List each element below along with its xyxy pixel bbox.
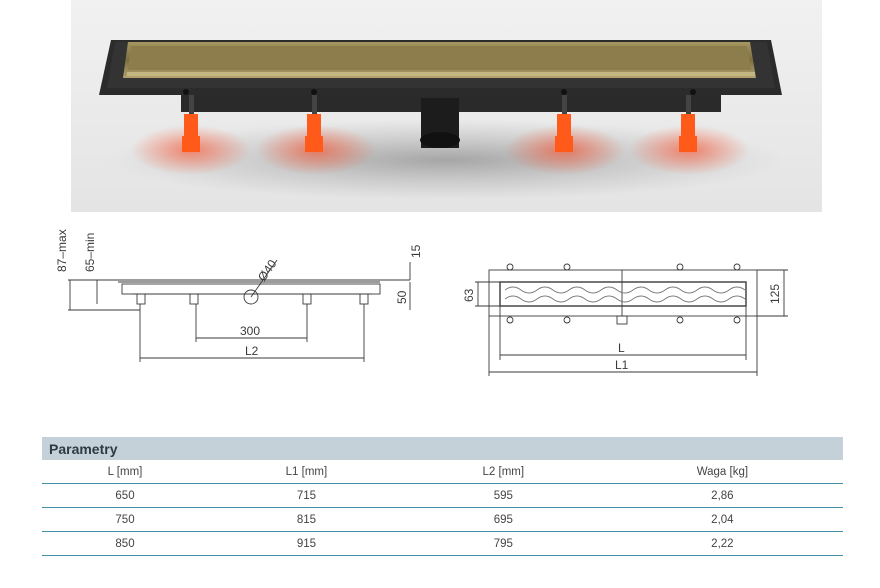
parameters-section: Parametry L [mm] L1 [mm] L2 [mm] Waga [k…	[42, 437, 843, 556]
column-header-l2: L2 [mm]	[404, 460, 602, 484]
side-height-min: 65–min	[83, 233, 97, 272]
table-row: 650 715 595 2,86	[42, 483, 843, 508]
table-cell: 2,04	[601, 507, 843, 532]
column-header-l1: L1 [mm]	[208, 460, 405, 484]
table-cell: 850	[42, 531, 208, 556]
side-top-offset: 15	[409, 244, 423, 258]
dimension-l2: L2	[245, 344, 259, 358]
dimension-300: 300	[240, 324, 260, 338]
dimension-l1: L1	[615, 358, 629, 372]
table-header-row: L [mm] L1 [mm] L2 [mm] Waga [kg]	[42, 460, 843, 484]
table-cell: 595	[404, 483, 602, 508]
parameters-title: Parametry	[42, 437, 843, 460]
column-header-waga: Waga [kg]	[601, 460, 843, 484]
table-cell: 715	[208, 483, 405, 508]
top-width-63: 63	[462, 288, 476, 302]
table-cell: 795	[404, 531, 602, 556]
table-cell: 2,22	[601, 531, 843, 556]
technical-drawings: 87–max 65–min Ø40 15 50 300 L2 63 125 L …	[55, 229, 788, 376]
product-photo	[71, 0, 822, 212]
column-header-l: L [mm]	[42, 460, 208, 484]
top-width-125: 125	[768, 284, 782, 304]
table-row: 750 815 695 2,04	[42, 507, 843, 532]
table-row: 850 915 795 2,22	[42, 531, 843, 556]
dimension-l: L	[618, 341, 625, 355]
table-cell: 650	[42, 483, 208, 508]
table-cell: 2,86	[601, 483, 843, 508]
side-height-max: 87–max	[55, 229, 69, 272]
parameters-table: L [mm] L1 [mm] L2 [mm] Waga [kg] 650 715…	[42, 460, 843, 556]
table-cell: 695	[404, 507, 602, 532]
table-cell: 815	[208, 507, 405, 532]
side-body-height: 50	[395, 290, 409, 304]
table-cell: 915	[208, 531, 405, 556]
table-cell: 750	[42, 507, 208, 532]
